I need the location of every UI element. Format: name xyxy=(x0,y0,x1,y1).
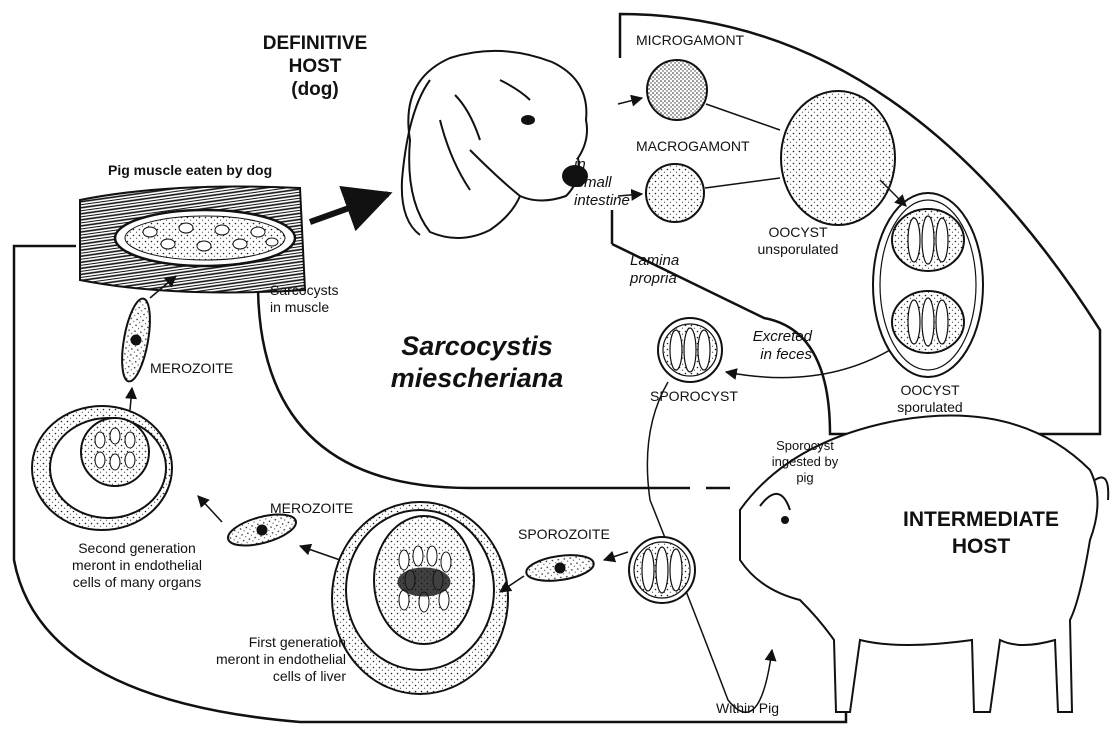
oocyst-unsporulated-cell xyxy=(781,91,895,225)
pig-muscle-illustration xyxy=(80,187,305,293)
intermediate-stages xyxy=(32,297,695,694)
first-generation-label: First generation meront in endothelial c… xyxy=(186,634,346,685)
macrogamont-label: MACROGAMONT xyxy=(636,138,750,155)
microgamont-label: MICROGAMONT xyxy=(636,32,744,49)
within-pig-label: Within Pig xyxy=(716,700,779,717)
gamonts-and-oocysts xyxy=(646,60,983,382)
sporocyst-label: SPOROCYST xyxy=(650,388,738,405)
macrogamont-cell xyxy=(646,164,704,222)
title-genus: Sarcocystis xyxy=(372,330,582,362)
diagram-title: Sarcocystis miescheriana xyxy=(372,330,582,394)
definitive-host-line2: HOST xyxy=(250,55,380,78)
oocyst-sporulated-label: OOCYST sporulated xyxy=(880,382,980,416)
definitive-host-line3: (dog) xyxy=(250,78,380,101)
title-species: miescheriana xyxy=(372,362,582,394)
excreted-label: Excreted in feces xyxy=(730,328,812,364)
definitive-host-label: DEFINITIVE HOST (dog) xyxy=(250,32,380,101)
merozoite-bottom-label: MEROZOITE xyxy=(270,500,353,517)
sporocyst-ingested-label: Sporocyst ingested by pig xyxy=(760,438,850,486)
sarcocysts-label: Sarcocysts in muscle xyxy=(270,282,338,316)
pig-muscle-label: Pig muscle eaten by dog xyxy=(108,162,272,179)
intermediate-host-line2: HOST xyxy=(896,533,1066,560)
oocyst-unsporulated-label: OOCYST unsporulated xyxy=(738,224,858,258)
intermediate-host-line1: INTERMEDIATE xyxy=(896,506,1066,533)
sporozoite-label: SPOROZOITE xyxy=(518,526,610,543)
lamina-propria-label: Lamina propria xyxy=(630,252,679,288)
definitive-host-line1: DEFINITIVE xyxy=(250,32,380,55)
dog-illustration xyxy=(402,51,587,238)
muscle-to-dog-arrow xyxy=(310,194,388,222)
microgamont-cell xyxy=(647,60,707,120)
merozoite-top-label: MEROZOITE xyxy=(150,360,233,377)
intermediate-host-label: INTERMEDIATE HOST xyxy=(896,506,1066,560)
small-intestine-label: in Small intestine xyxy=(574,156,630,210)
second-generation-label: Second generation meront in endothelial … xyxy=(52,540,222,591)
